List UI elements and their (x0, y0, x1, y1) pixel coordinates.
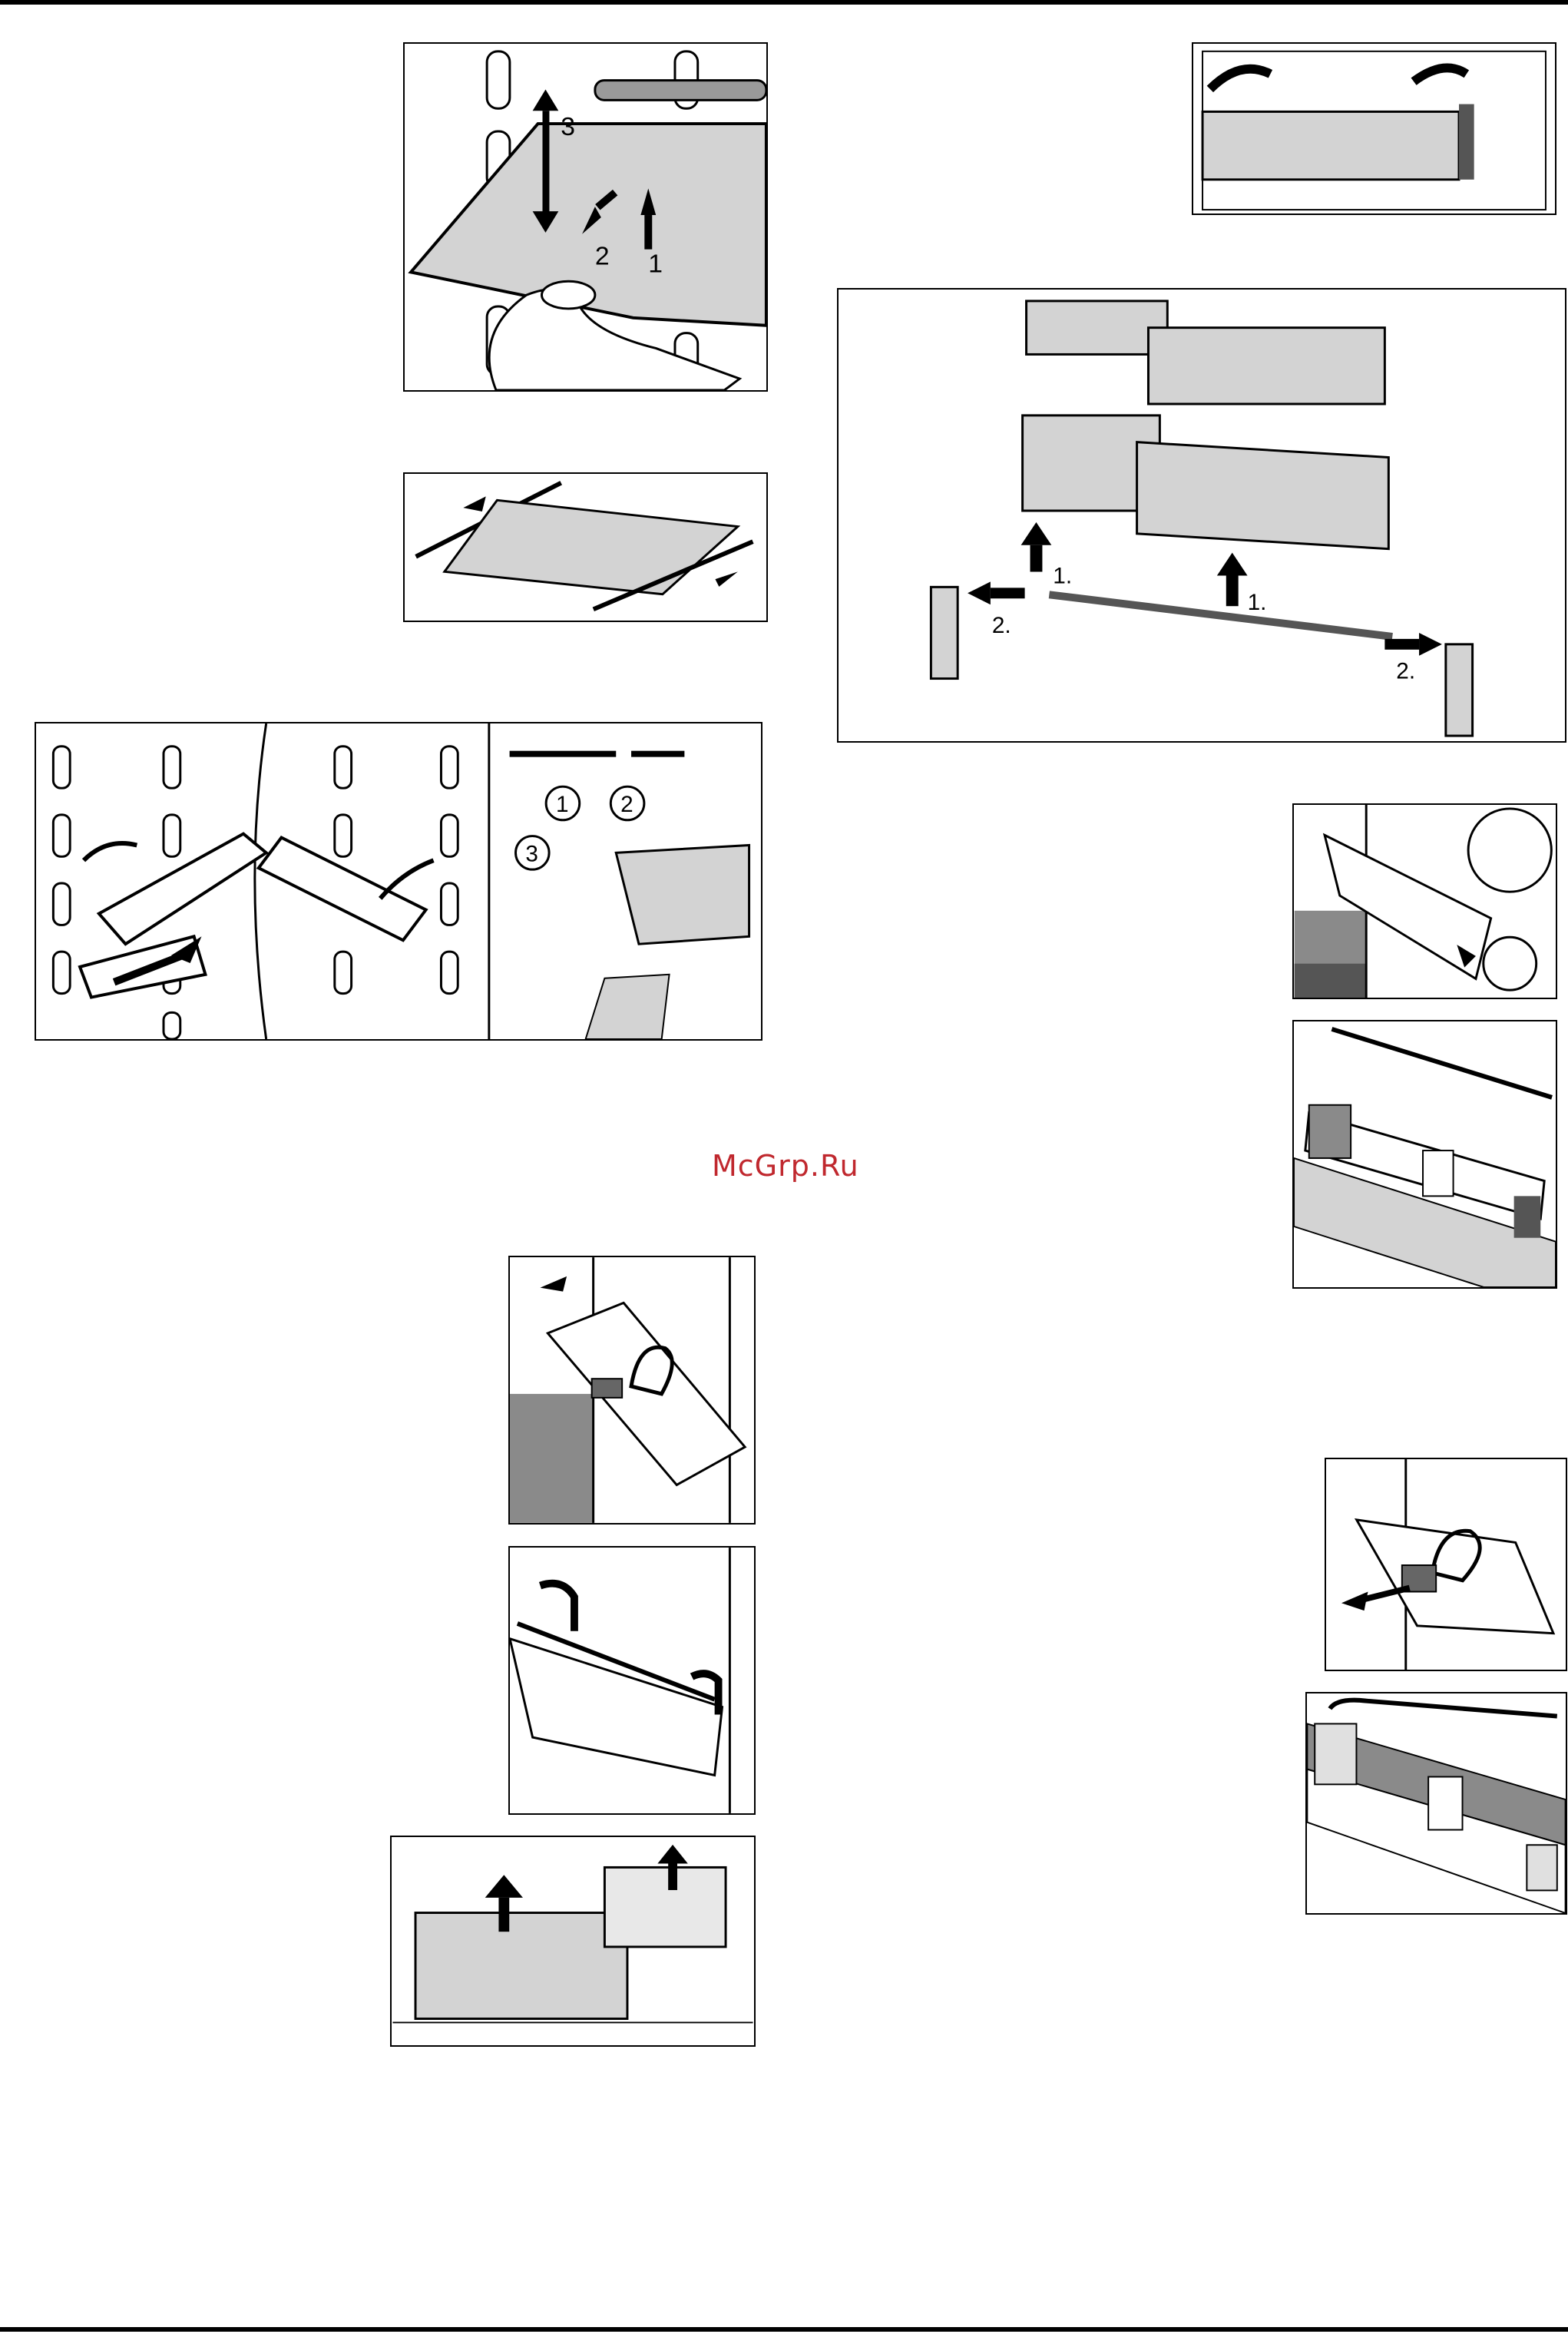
door-rack-1-illustration (510, 1257, 754, 1523)
shelf-strips-illustration (405, 474, 766, 621)
rack-detail-illustration (1294, 805, 1556, 998)
shelf-removal-illustration: 3 2 1 (405, 44, 766, 390)
part-label-3: 3 (525, 841, 538, 866)
rack-rail-illustration (1294, 1021, 1556, 1287)
figure-shelf-strips (403, 472, 768, 622)
door-rack-2-illustration (510, 1548, 754, 1813)
door-shelf-parts-illustration: 1. 1. 2. 2. (839, 290, 1565, 741)
figure-door-boxes (1192, 42, 1556, 215)
figure-door-rack-1 (508, 1256, 756, 1525)
part-label-1: 1 (556, 792, 569, 817)
step-label-1: 1 (648, 249, 663, 278)
bottom-rule (0, 2327, 1568, 2332)
figure-door-shelf-parts: 1. 1. 2. 2. (837, 288, 1566, 743)
figure-shelf-removal: 3 2 1 (403, 42, 768, 392)
figure-boxes-lift (390, 1836, 756, 2047)
rack-rail-2-illustration (1307, 1693, 1566, 1913)
step-label-1b: 1. (1248, 590, 1267, 615)
door-boxes-illustration (1193, 44, 1555, 214)
figure-door-rack-2 (508, 1546, 756, 1815)
figure-bottle-holders: 1 2 3 (35, 722, 762, 1041)
figure-holder-slide (1325, 1458, 1567, 1671)
figure-rack-rail (1292, 1020, 1557, 1289)
step-label-2a: 2. (992, 613, 1011, 638)
figure-rack-detail (1292, 803, 1557, 999)
top-rule (0, 0, 1568, 5)
step-label-2: 2 (595, 241, 610, 270)
part-label-2: 2 (620, 792, 633, 817)
watermark-text: McGrp.Ru (712, 1149, 865, 1183)
step-label-3: 3 (561, 112, 575, 141)
step-label-2b: 2. (1396, 659, 1415, 684)
bottle-holders-illustration: 1 2 3 (36, 723, 761, 1039)
step-label-1a: 1. (1053, 563, 1072, 588)
boxes-lift-illustration (392, 1837, 754, 2045)
figure-rack-rail-2 (1305, 1692, 1567, 1915)
holder-slide-illustration (1326, 1459, 1566, 1670)
